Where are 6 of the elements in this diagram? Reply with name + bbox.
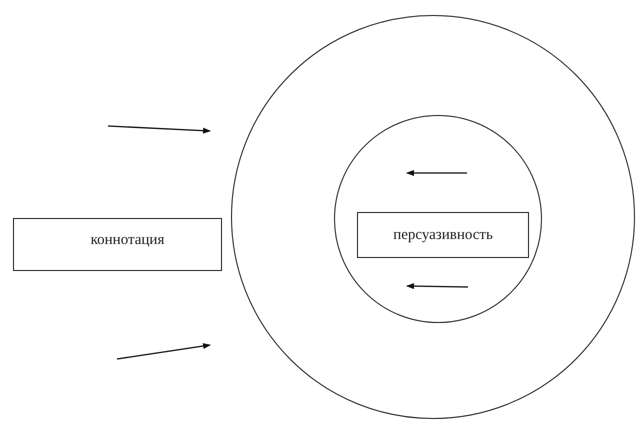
- text-box: [357, 212, 529, 258]
- node-label: персуазивность: [393, 226, 493, 244]
- circle: [231, 15, 635, 419]
- text-box: [13, 218, 222, 271]
- node-label: коннотация: [90, 231, 164, 249]
- circle: [334, 115, 542, 323]
